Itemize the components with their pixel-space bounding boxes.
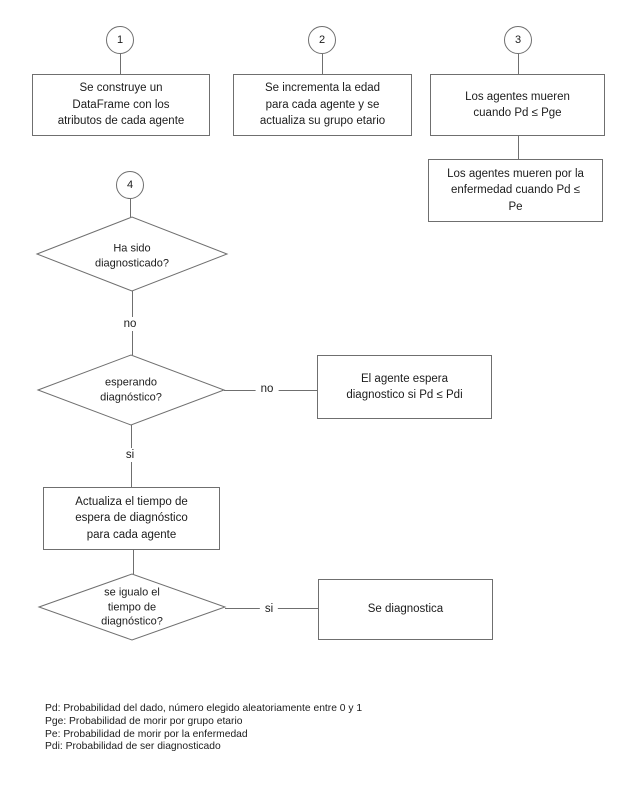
decision-diamond-wait-time-reached (37, 573, 227, 641)
decision-diamond-waiting-diagnosis (36, 354, 226, 426)
process-box-build-dataframe: Se construye un DataFrame con los atribu… (32, 74, 210, 136)
process-box-agents-die-disease: Los agentes mueren por la enfermedad cua… (428, 159, 603, 222)
decision-label-has-been-diagnosed: Ha sido diagnosticado? (94, 242, 170, 270)
legend-line-pge: Pge: Probabilidad de morir por grupo eta… (45, 715, 243, 727)
process-box-wait-diagnosis: El agente espera diagnostico si Pd ≤ Pdi (317, 355, 492, 419)
edge-label-no-after-diagnosed: no (118, 317, 142, 331)
decision-label-wait-time-reached: se igualo el tiempo de diagnóstico? (101, 586, 163, 628)
decision-label-waiting-diagnosis: esperando diagnóstico? (100, 376, 162, 404)
legend: Pd: Probabilidad del dado, número elegid… (45, 703, 362, 754)
edge-label-no-waiting: no (255, 382, 279, 396)
edge-label-si-time-reached: si (259, 602, 279, 616)
process-box-increment-age: Se incrementa la edad para cada agente y… (233, 74, 412, 136)
edge-label-si-waiting: si (120, 448, 140, 462)
process-box-diagnosed: Se diagnostica (318, 579, 493, 640)
step-circle-1: 1 (106, 26, 134, 54)
step-number: 4 (126, 179, 134, 191)
decision-diamond-has-been-diagnosed (35, 216, 229, 292)
legend-line-pdi: Pdi: Probabilidad de ser diagnosticado (45, 741, 221, 753)
step-number: 3 (514, 34, 522, 46)
legend-line-pe: Pe: Probabilidad de morir por la enferme… (45, 728, 248, 740)
process-box-agents-die-age: Los agentes mueren cuando Pd ≤ Pge (430, 74, 605, 136)
step-circle-4: 4 (116, 171, 144, 199)
step-circle-2: 2 (308, 26, 336, 54)
process-box-update-wait-time: Actualiza el tiempo de espera de diagnós… (43, 487, 220, 550)
step-number: 1 (116, 34, 124, 46)
step-circle-3: 3 (504, 26, 532, 54)
legend-line-pd: Pd: Probabilidad del dado, número elegid… (45, 703, 363, 714)
step-number: 2 (318, 34, 326, 46)
